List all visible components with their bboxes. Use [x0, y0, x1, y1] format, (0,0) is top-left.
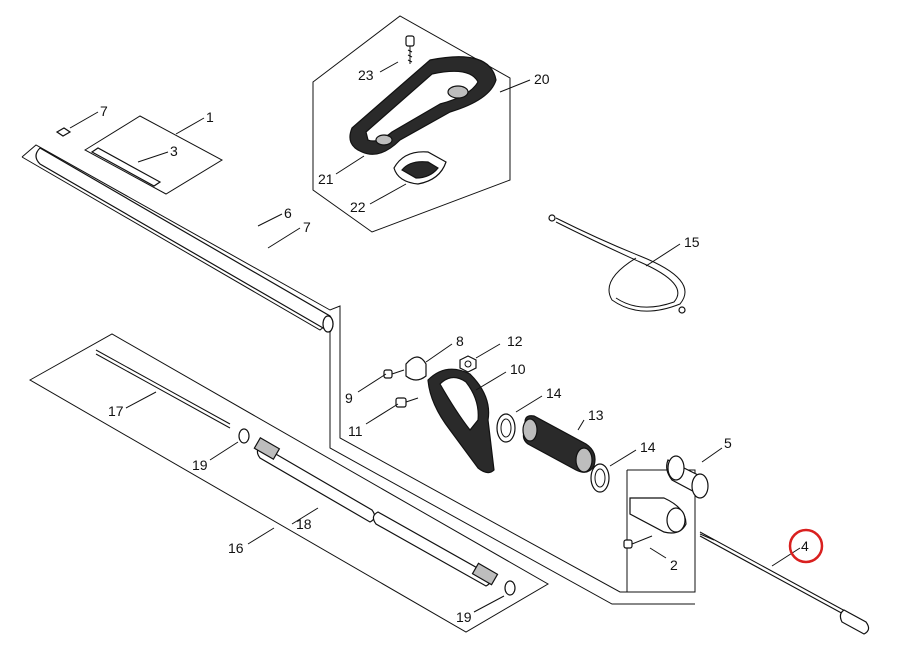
label-plate-group [55, 115, 224, 195]
main-shaft-outline [21, 144, 696, 605]
callout-11: 11 [348, 423, 363, 439]
callout-1: 1 [206, 109, 214, 125]
screw-11 [395, 397, 419, 408]
screw-23 [405, 35, 415, 64]
callout-12: 12 [507, 333, 523, 349]
o-ring-19-top [238, 428, 250, 444]
handle-cap-22 [393, 151, 447, 185]
shaft-tube [35, 147, 334, 333]
highlight-circle [788, 528, 824, 564]
clamp-5 [666, 455, 709, 499]
callout-3: 3 [170, 143, 178, 159]
callout-6: 6 [284, 205, 292, 221]
callout-7-mid: 7 [303, 219, 311, 235]
liner-18 [253, 436, 499, 587]
callout-10: 10 [510, 361, 526, 377]
callout-16: 16 [228, 540, 244, 556]
callout-15: 15 [684, 234, 700, 250]
throttle-cable [548, 214, 686, 314]
washer-14-bottom [590, 463, 610, 493]
callout-7-top: 7 [100, 103, 108, 119]
callout-9: 9 [345, 390, 353, 406]
callout-18: 18 [296, 516, 312, 532]
bracket-2 [623, 497, 687, 549]
nut-12 [459, 355, 477, 373]
callout-13: 13 [588, 407, 604, 423]
callout-21: 21 [318, 171, 334, 187]
callout-labels: 1 2 3 4 5 6 7 7 8 9 10 11 12 13 14 14 15… [100, 67, 809, 625]
lower-box [28, 333, 549, 633]
callout-19-top: 19 [192, 457, 208, 473]
screw-9 [383, 369, 405, 379]
callout-14-top: 14 [546, 385, 562, 401]
handle-box [312, 15, 511, 233]
callout-22: 22 [350, 199, 366, 215]
throttle-housing-10 [427, 368, 495, 474]
o-ring-19-bottom [504, 580, 516, 596]
flex-shaft-17 [95, 349, 231, 429]
callout-5: 5 [724, 435, 732, 451]
leader-lines [69, 61, 801, 613]
grip-13 [522, 415, 596, 473]
callout-17: 17 [108, 403, 124, 419]
callout-4: 4 [801, 538, 809, 554]
label-7-top [55, 127, 72, 137]
callout-8: 8 [456, 333, 464, 349]
callout-2: 2 [670, 557, 678, 573]
callout-23: 23 [358, 67, 374, 83]
drive-shaft-4 [699, 531, 870, 635]
label-3 [90, 147, 162, 187]
callout-19-bottom: 19 [456, 609, 472, 625]
callout-20: 20 [534, 71, 550, 87]
clamp-8 [405, 356, 427, 381]
callout-14-bottom: 14 [640, 439, 656, 455]
handle-housing [349, 56, 497, 155]
washer-14-top [496, 413, 516, 443]
